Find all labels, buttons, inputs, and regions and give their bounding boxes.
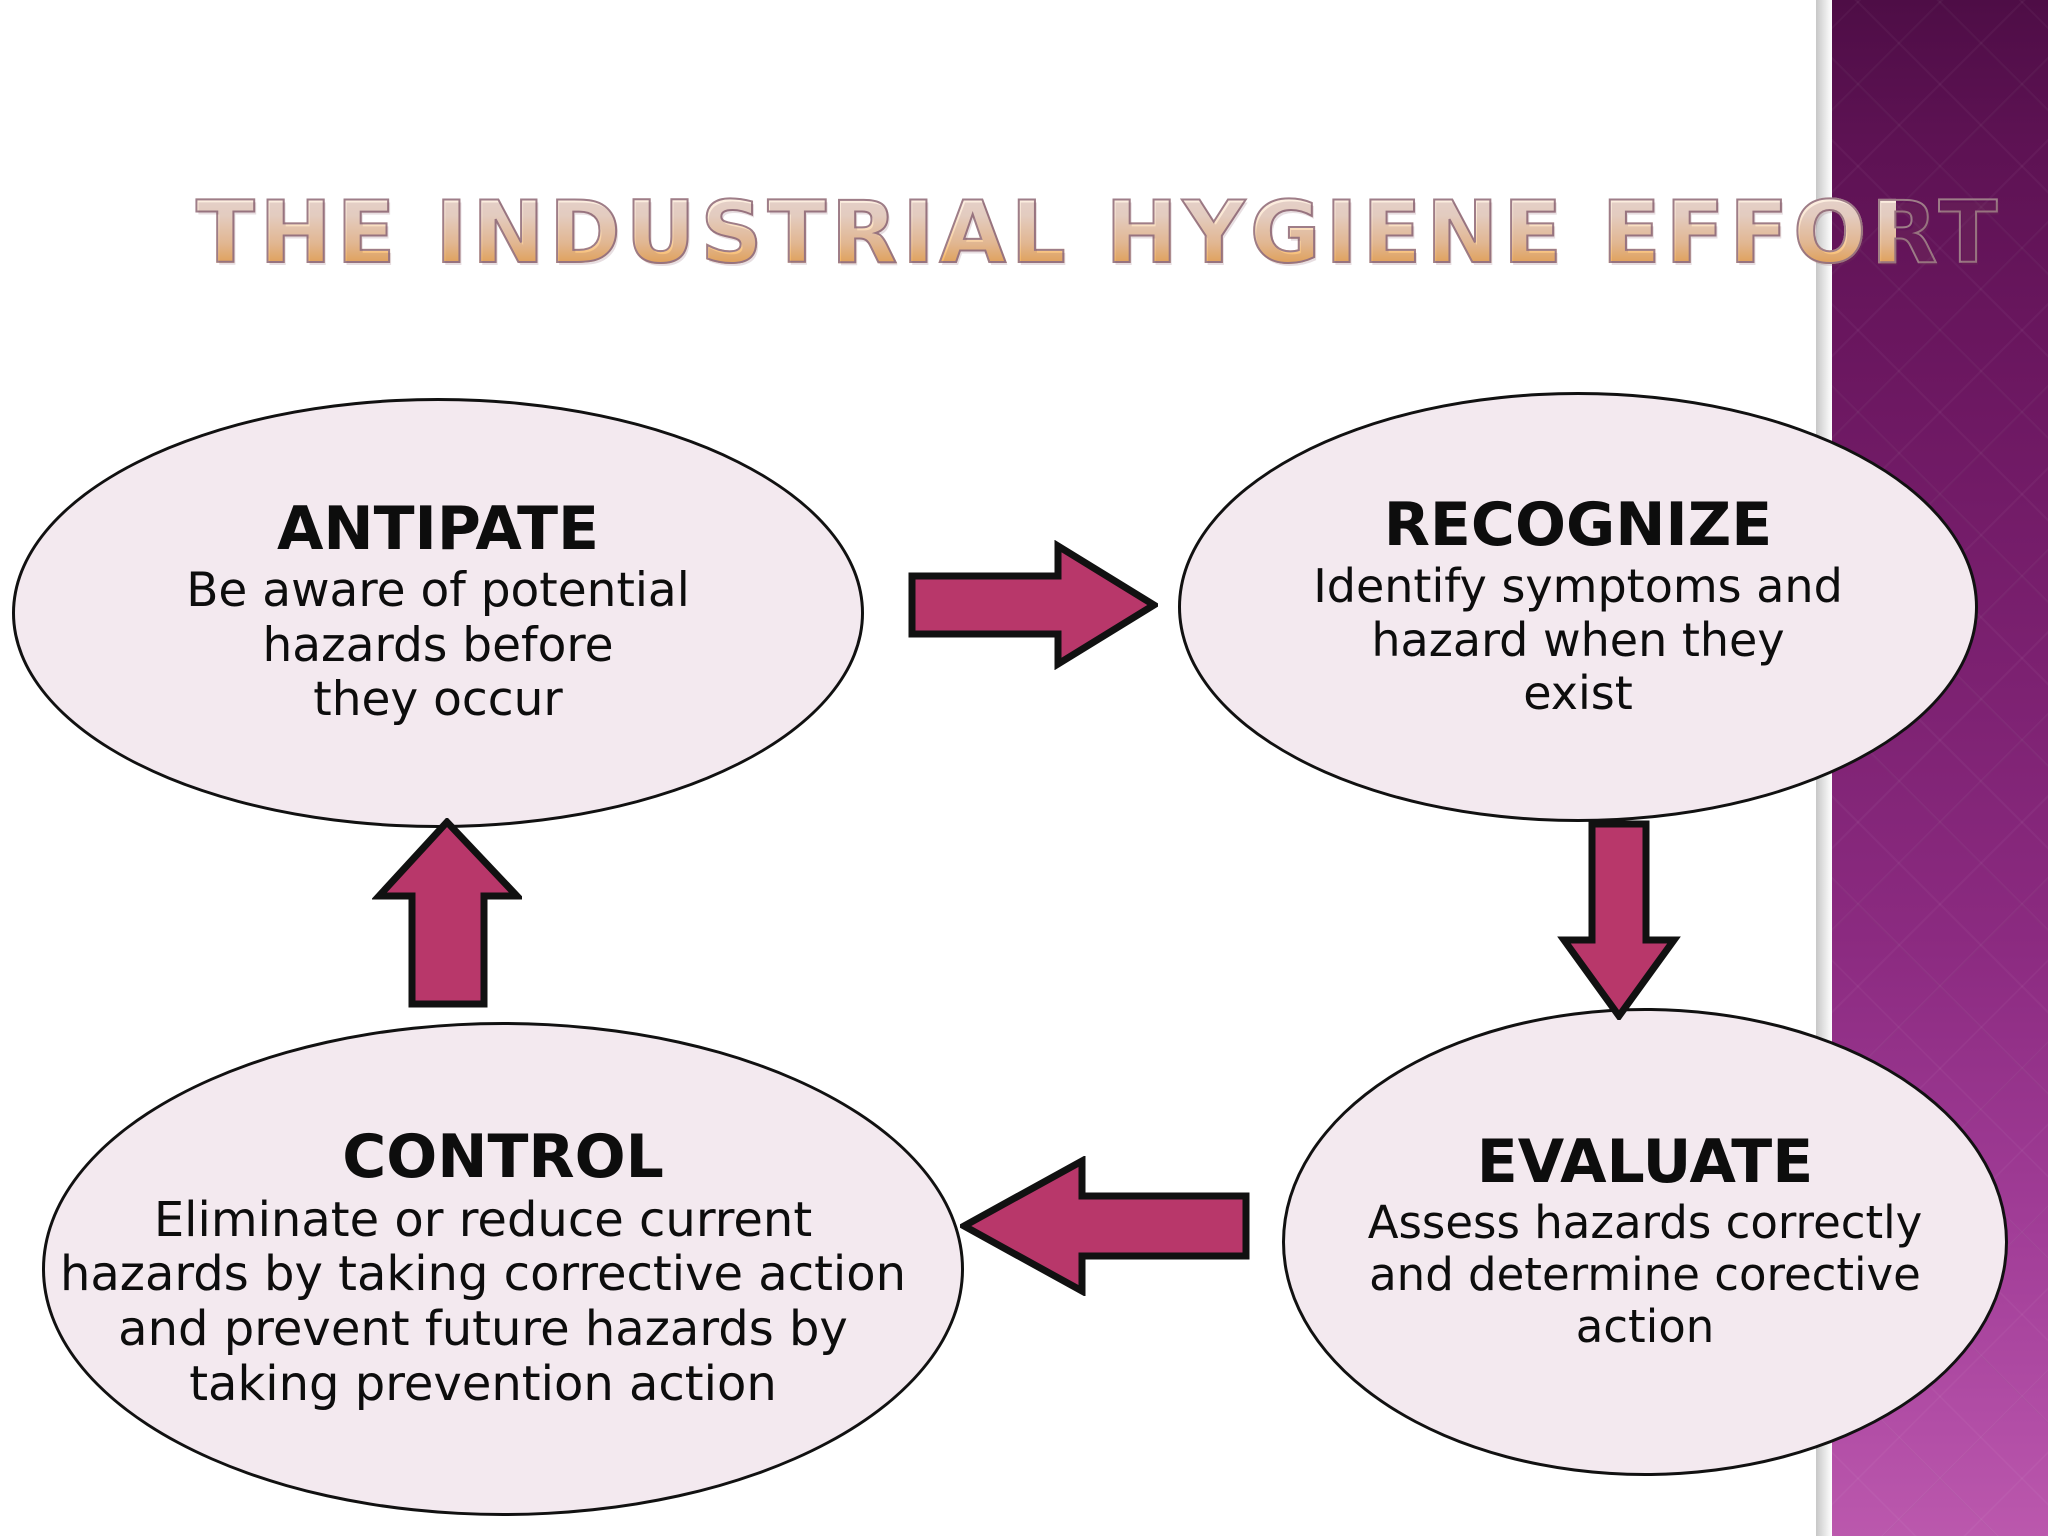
- arrow-up-icon: [372, 818, 522, 1008]
- arrow-down-icon: [1554, 820, 1684, 1020]
- arrow-right-icon: [908, 540, 1158, 670]
- node-recognize-heading: RECOGNIZE: [1383, 489, 1773, 560]
- node-control-heading: CONTROL: [342, 1122, 664, 1193]
- node-anticipate-body: Be aware of potential hazards before the…: [186, 563, 690, 728]
- arrow-left-icon: [960, 1156, 1250, 1296]
- node-recognize-body: Identify symptoms and hazard when they e…: [1313, 559, 1843, 720]
- node-recognize[interactable]: RECOGNIZE Identify symptoms and hazard w…: [1178, 392, 1978, 822]
- page-title: THE INDUSTRIAL HYGIENE EFFORT: [195, 183, 2003, 283]
- node-control[interactable]: CONTROL Eliminate or reduce current haza…: [42, 1022, 964, 1516]
- node-evaluate-body: Assess hazards correctly and determine c…: [1367, 1195, 1923, 1354]
- node-control-body: Eliminate or reduce current hazards by t…: [59, 1191, 907, 1412]
- node-anticipate-heading: ANTIPATE: [276, 494, 600, 565]
- node-evaluate-heading: EVALUATE: [1476, 1126, 1814, 1197]
- node-anticipate[interactable]: ANTIPATE Be aware of potential hazards b…: [12, 398, 864, 828]
- node-evaluate[interactable]: EVALUATE Assess hazards correctly and de…: [1282, 1008, 2008, 1476]
